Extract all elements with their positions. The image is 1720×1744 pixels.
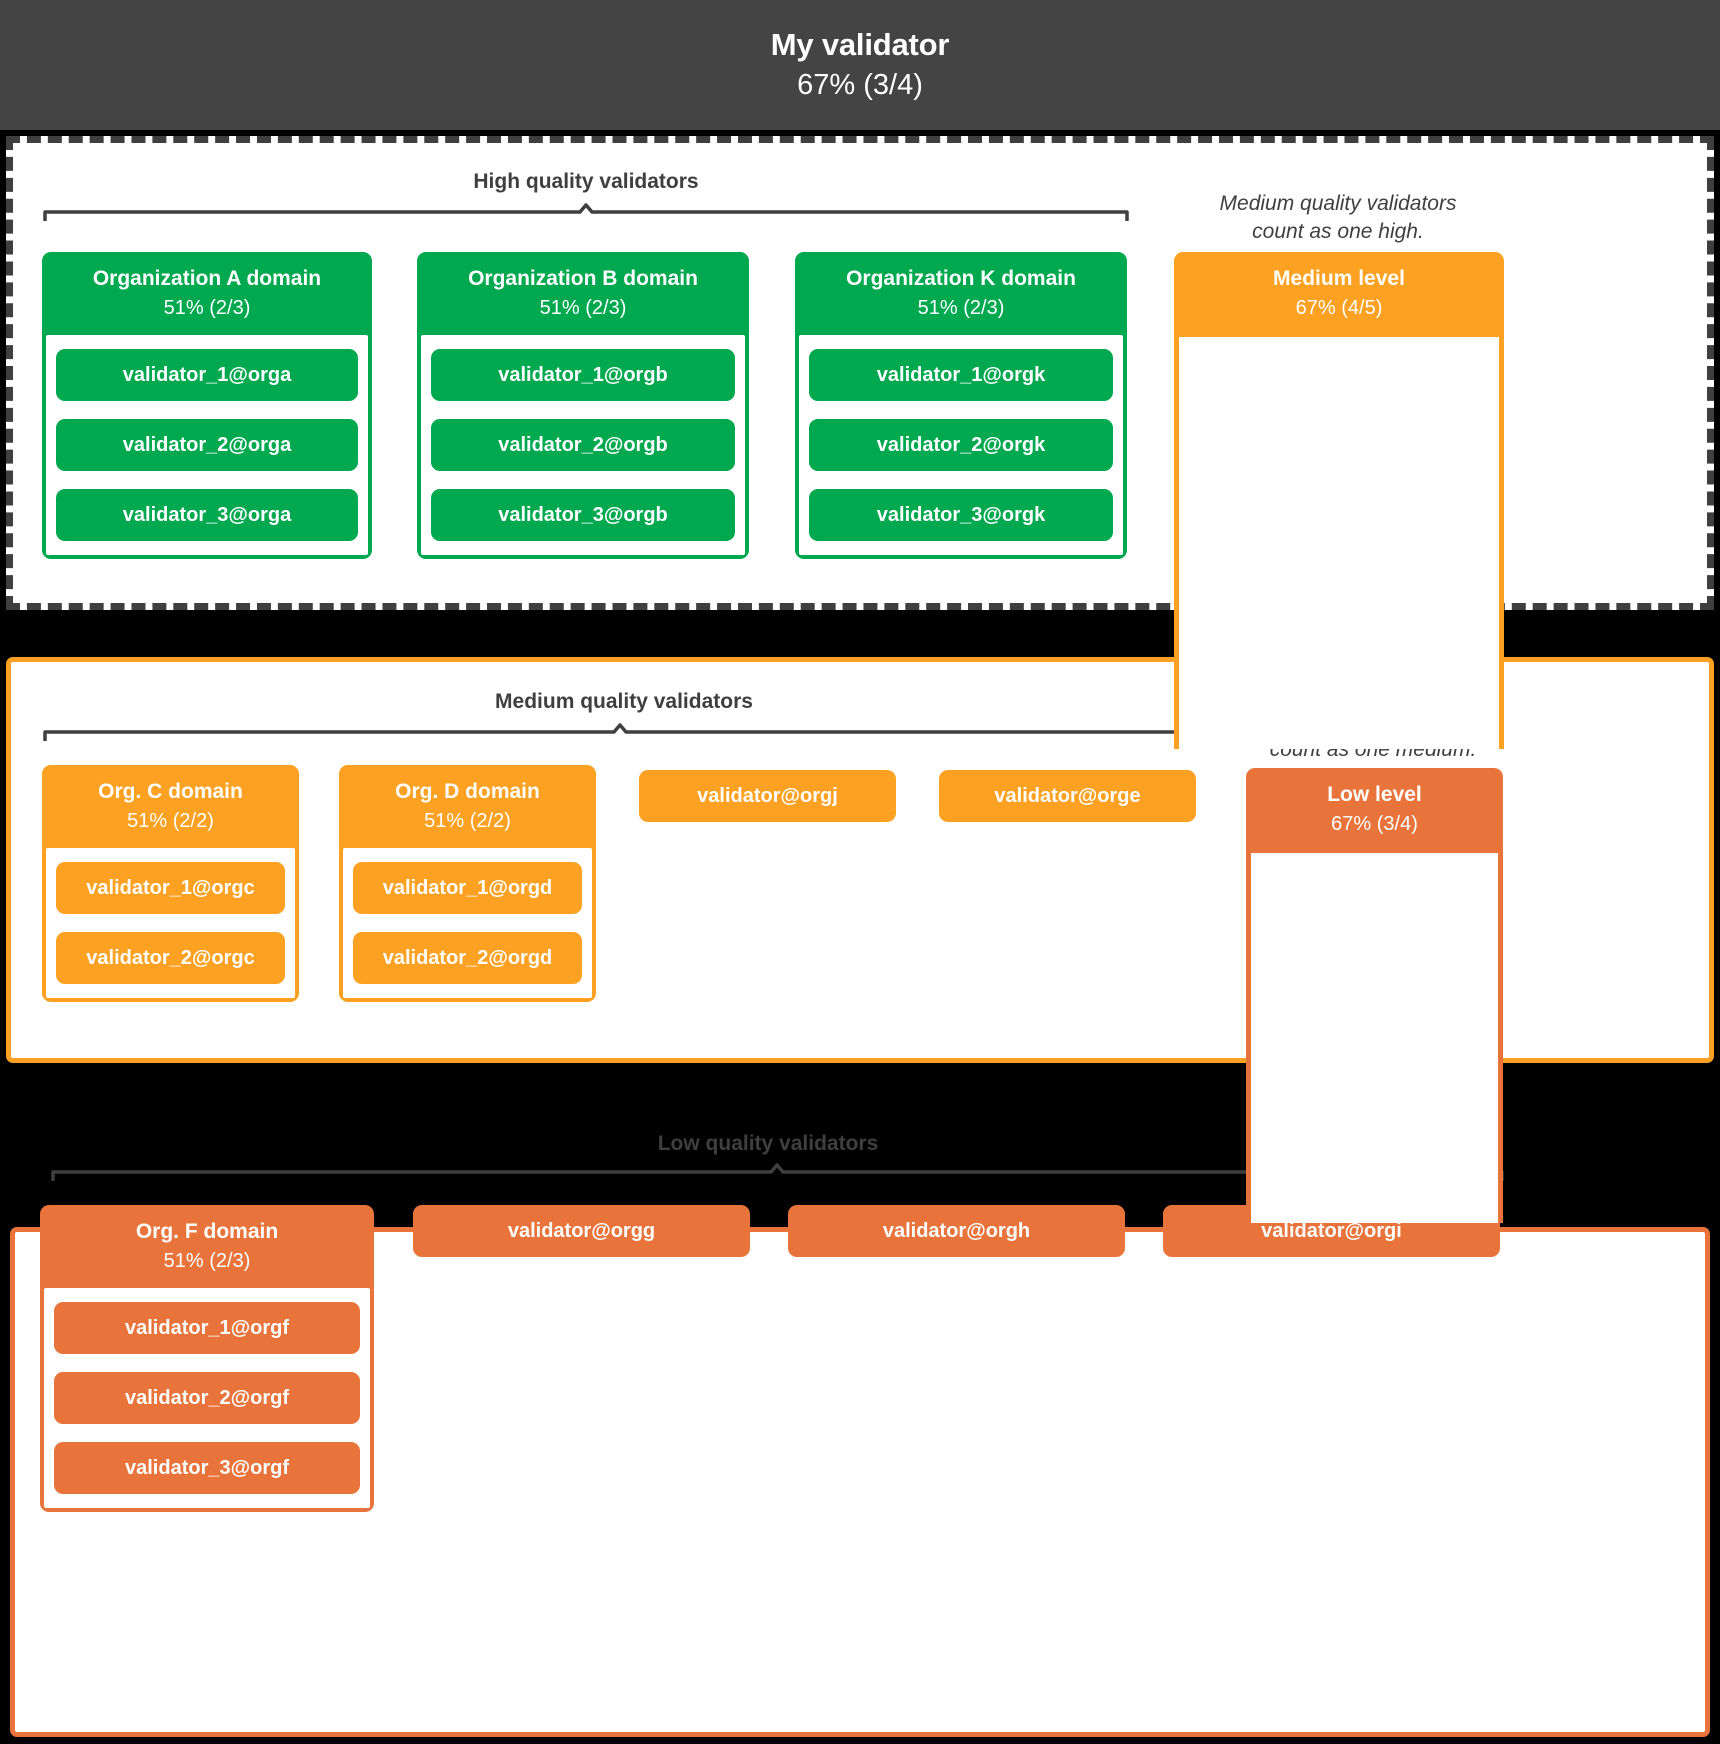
validator-chip-orgj[interactable]: validator@orgj [639, 770, 896, 822]
validator-chip[interactable]: validator_1@orgd [353, 862, 582, 915]
medium-counts-note: Medium quality validators count as one h… [1220, 190, 1457, 245]
high-quality-section-label: High quality validators [473, 170, 699, 193]
validator-chip[interactable]: validator_3@orgf [54, 1442, 360, 1495]
validator-chip[interactable]: validator_3@orgb [431, 489, 735, 542]
domain-card-organization-a[interactable]: Organization A domain 51% (2/3) validato… [42, 252, 372, 560]
validator-chip[interactable]: validator_2@orga [56, 419, 358, 472]
domain-percent: 51% (2/3) [163, 1250, 251, 1273]
medium-quality-bracket [42, 723, 1197, 741]
domain-header: Organization A domain 51% (2/3) [42, 252, 372, 335]
validator-chip[interactable]: validator_1@orga [56, 349, 358, 402]
level-percent: 67% (4/5) [1295, 297, 1383, 320]
domain-percent: 51% (2/2) [127, 810, 214, 833]
domain-name: Organization A domain [92, 267, 322, 290]
validator-chip[interactable]: validator_1@orgb [431, 349, 735, 402]
validator-chip-orge[interactable]: validator@orge [939, 770, 1196, 822]
domain-validator-list: validator_1@orgb validator_2@orgb valida… [421, 335, 745, 556]
domain-percent: 51% (2/3) [163, 297, 251, 320]
my-validator-header: My validator 67% (3/4) [0, 0, 1720, 130]
level-name: Low level [1327, 783, 1422, 806]
validator-chip[interactable]: validator_2@orgd [353, 932, 582, 985]
domain-validator-list: validator_1@orga validator_2@orga valida… [46, 335, 368, 556]
domain-name: Org. D domain [395, 780, 540, 803]
validator-chip[interactable]: validator_1@orgf [54, 1302, 360, 1355]
high-quality-bracket [42, 203, 1130, 221]
low-quality-section-label: Low quality validators [657, 1132, 879, 1155]
domain-percent: 51% (2/2) [424, 810, 511, 833]
domain-header: Organization K domain 51% (2/3) [795, 252, 1127, 335]
domain-card-organization-b[interactable]: Organization B domain 51% (2/3) validato… [417, 252, 749, 560]
level-percent: 67% (3/4) [1331, 813, 1418, 836]
domain-header: Organization B domain 51% (2/3) [417, 252, 749, 335]
domain-header: Org. D domain 51% (2/2) [339, 765, 596, 848]
domain-card-org-c[interactable]: Org. C domain 51% (2/2) validator_1@orgc… [42, 765, 299, 1003]
page-title: My validator [770, 26, 950, 62]
validator-chip-orgh[interactable]: validator@orgh [788, 1205, 1125, 1257]
medium-level-card[interactable]: Medium level 67% (4/5) [1174, 252, 1504, 750]
low-level-card[interactable]: Low level 67% (3/4) [1246, 768, 1503, 1224]
validator-chip[interactable]: validator_2@orgf [54, 1372, 360, 1425]
validator-chip[interactable]: validator_1@orgc [56, 862, 285, 915]
domain-card-org-f[interactable]: Org. F domain 51% (2/3) validator_1@orgf… [40, 1205, 374, 1513]
medium-level-header: Medium level 67% (4/5) [1174, 252, 1504, 338]
domain-card-organization-k[interactable]: Organization K domain 51% (2/3) validato… [795, 252, 1127, 560]
medium-counts-note-line1: Medium quality validators [1219, 192, 1457, 215]
header-percent: 67% (3/4) [797, 68, 923, 101]
domain-name: Org. C domain [98, 780, 243, 803]
domain-name: Organization K domain [846, 267, 1076, 290]
level-name: Medium level [1273, 267, 1405, 290]
low-level-header: Low level 67% (3/4) [1246, 768, 1503, 854]
validator-chip[interactable]: validator_2@orgc [56, 932, 285, 985]
domain-percent: 51% (2/3) [917, 297, 1005, 320]
medium-level-body [1174, 337, 1504, 750]
low-level-body [1246, 853, 1503, 1224]
validator-chip[interactable]: validator_1@orgk [809, 349, 1113, 402]
validator-chip[interactable]: validator_2@orgk [809, 419, 1113, 472]
domain-header: Org. F domain 51% (2/3) [40, 1205, 374, 1288]
validator-chip[interactable]: validator_2@orgb [431, 419, 735, 472]
medium-counts-note-line2: count as one high. [1252, 219, 1424, 243]
domain-validator-list: validator_1@orgf validator_2@orgf valida… [44, 1288, 370, 1509]
domain-name: Organization B domain [468, 267, 698, 290]
validator-chip[interactable]: validator_3@orga [56, 489, 358, 542]
medium-quality-section-label: Medium quality validators [495, 690, 753, 713]
validator-chip-orgg[interactable]: validator@orgg [413, 1205, 750, 1257]
validator-chip[interactable]: validator_3@orgk [809, 489, 1113, 542]
domain-percent: 51% (2/3) [539, 297, 627, 320]
domain-validator-list: validator_1@orgd validator_2@orgd [343, 848, 592, 999]
domain-name: Org. F domain [135, 1220, 279, 1243]
domain-header: Org. C domain 51% (2/2) [42, 765, 299, 848]
domain-validator-list: validator_1@orgk validator_2@orgk valida… [799, 335, 1123, 556]
domain-card-org-d[interactable]: Org. D domain 51% (2/2) validator_1@orgd… [339, 765, 596, 1003]
domain-validator-list: validator_1@orgc validator_2@orgc [46, 848, 295, 999]
